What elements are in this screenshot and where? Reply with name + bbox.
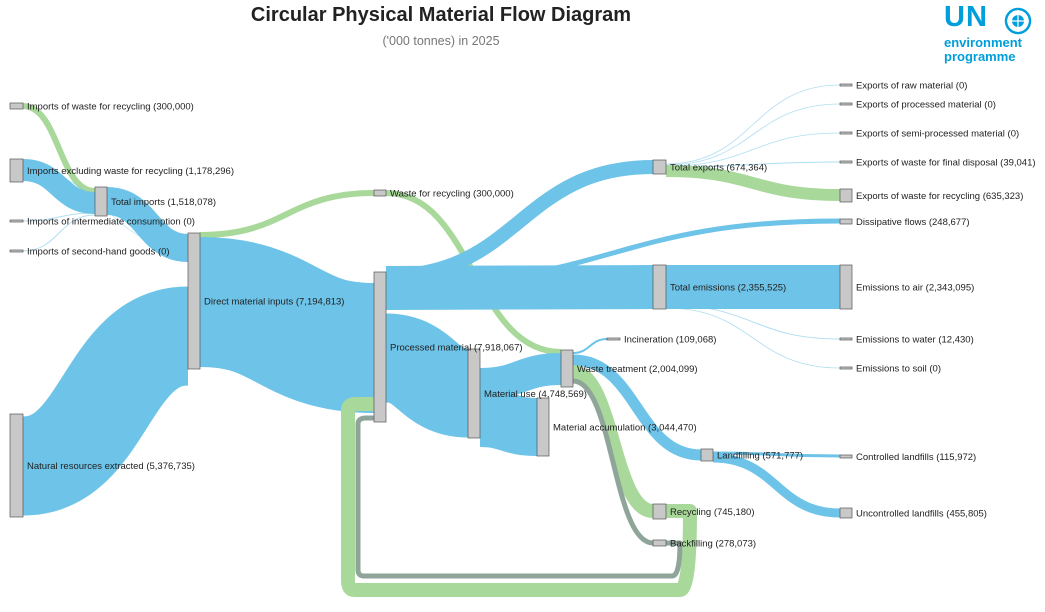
link-landfill-to-ctrl_land — [712, 451, 841, 458]
node-label-mataccum: Material accumulation (3,044,470) — [553, 423, 697, 434]
node-em_water[interactable] — [839, 337, 853, 341]
diagram-title: Circular Physical Material Flow Diagram — [250, 4, 632, 26]
logo-line-1: environment — [944, 35, 1023, 50]
node-totexp[interactable] — [652, 159, 667, 175]
link-dmi-to-wfr — [199, 190, 375, 238]
node-landfill[interactable] — [700, 448, 714, 462]
node-recyc[interactable] — [652, 503, 667, 520]
link-procmat-to-totemis — [385, 265, 654, 310]
node-imp_waste[interactable] — [9, 102, 24, 110]
link-landfill-to-unctrl_land — [712, 453, 841, 518]
link-imp_second-to-imp_total — [22, 214, 96, 252]
node-label-matuse: Material use (4,748,569) — [484, 389, 587, 400]
node-imp_second[interactable] — [9, 249, 24, 253]
node-dissip[interactable] — [839, 218, 853, 225]
node-label-imp_waste: Imports of waste for recycling (300,000) — [27, 102, 194, 113]
link-procmat-to-totexp — [385, 160, 654, 283]
node-label-totexp: Total exports (674,364) — [670, 163, 767, 174]
node-label-recyc: Recycling (745,180) — [670, 507, 755, 518]
link-natres-to-dmi — [18, 286, 193, 516]
link-totexp-to-exp_proc — [665, 103, 841, 166]
link-recycling-loop-to-processed-material — [341, 397, 697, 597]
logo-line-2: programme — [944, 49, 1016, 64]
node-imp_excl[interactable] — [9, 158, 24, 183]
link-imp_inter-to-imp_total — [22, 212, 96, 222]
node-label-incin: Incineration (109,068) — [624, 335, 716, 346]
link-imp_total-to-dmi — [105, 187, 190, 262]
link-dmi-to-procmat — [197, 237, 377, 413]
link-imp_waste-to-imp_total — [22, 103, 96, 194]
link-totexp-to-exp_semi — [665, 132, 841, 167]
globe-icon — [1004, 7, 1032, 35]
link-totemis-to-em_soil — [665, 307, 841, 369]
node-wfr[interactable] — [373, 189, 387, 197]
link-imp_excl-to-imp_total — [22, 159, 96, 214]
node-exp_proc[interactable] — [839, 102, 853, 106]
node-wastetreat[interactable] — [560, 349, 574, 388]
node-exp_recyc[interactable] — [839, 188, 853, 203]
node-label-imp_excl: Imports excluding waste for recycling (1… — [27, 166, 234, 177]
sankey-nodes — [9, 83, 853, 547]
node-label-exp_proc: Exports of processed material (0) — [856, 100, 996, 111]
node-exp_raw[interactable] — [839, 83, 853, 87]
node-matuse[interactable] — [467, 348, 481, 439]
link-matuse-to-wastetreat — [479, 353, 562, 400]
node-procmat[interactable] — [373, 271, 387, 423]
node-incin[interactable] — [606, 337, 621, 341]
link-backfilling-loop-to-processed-material — [355, 415, 683, 579]
node-label-em_water: Emissions to water (12,430) — [856, 335, 974, 346]
node-label-dissip: Dissipative flows (248,677) — [856, 217, 970, 228]
node-label-procmat: Processed material (7,918,067) — [390, 343, 523, 354]
link-matuse-to-mataccum — [479, 389, 538, 456]
node-label-em_air: Emissions to air (2,343,095) — [856, 283, 974, 294]
node-ctrl_land[interactable] — [839, 454, 853, 459]
node-label-wfr: Waste for recycling (300,000) — [390, 189, 514, 200]
node-imp_total[interactable] — [94, 186, 108, 217]
node-em_soil[interactable] — [839, 366, 853, 370]
sankey-links — [18, 84, 841, 597]
node-label-exp_raw: Exports of raw material (0) — [856, 81, 967, 92]
node-label-ctrl_land: Controlled landfills (115,972) — [856, 452, 976, 463]
node-label-wastetreat: Waste treatment (2,004,099) — [577, 364, 698, 375]
node-exp_semi[interactable] — [839, 131, 853, 135]
node-label-imp_second: Imports of second-hand goods (0) — [27, 247, 170, 258]
node-natres[interactable] — [9, 413, 24, 518]
link-wastetreat-to-backfill — [572, 378, 654, 546]
node-label-unctrl_land: Uncontrolled landfills (455,805) — [856, 509, 987, 520]
un-environment-logo: UN environment programme — [940, 2, 1040, 64]
node-label-exp_semi: Exports of semi-processed material (0) — [856, 129, 1019, 140]
link-wastetreat-to-landfill — [572, 354, 702, 461]
node-unctrl_land[interactable] — [839, 507, 853, 519]
node-label-totemis: Total emissions (2,355,525) — [670, 283, 786, 294]
link-totemis-to-em_water — [665, 304, 841, 340]
node-dmi[interactable] — [187, 232, 201, 370]
node-label-imp_total: Total imports (1,518,078) — [111, 197, 216, 208]
node-label-dmi: Direct material inputs (7,194,813) — [204, 297, 344, 308]
node-mataccum[interactable] — [536, 397, 550, 457]
node-label-landfill: Landfilling (571,777) — [717, 451, 803, 462]
node-label-natres: Natural resources extracted (5,376,735) — [27, 461, 195, 472]
node-label-backfill: Backfilling (278,073) — [670, 539, 756, 550]
node-label-imp_inter: Imports of intermediate consumption (0) — [27, 217, 195, 228]
link-procmat-to-matuse — [382, 313, 472, 438]
logo-un-text: UN — [944, 1, 988, 33]
link-totexp-to-exp_raw — [665, 84, 841, 165]
node-em_air[interactable] — [839, 264, 853, 310]
sankey-labels: Imports of waste for recycling (300,000)… — [27, 81, 1036, 550]
node-exp_final[interactable] — [839, 160, 853, 164]
link-wastetreat-to-recyc — [571, 365, 655, 518]
link-wastetreat-to-incin — [572, 338, 608, 354]
node-label-em_soil: Emissions to soil (0) — [856, 364, 941, 375]
link-totexp-to-exp_recyc — [665, 165, 841, 201]
node-imp_inter[interactable] — [9, 219, 24, 223]
node-backfill[interactable] — [652, 539, 667, 547]
node-label-exp_final: Exports of waste for final disposal (39,… — [856, 158, 1036, 169]
diagram-subtitle: ('000 tonnes) in 2025 — [382, 34, 500, 48]
node-label-exp_recyc: Exports of waste for recycling (635,323) — [856, 191, 1023, 202]
node-totemis[interactable] — [652, 264, 667, 310]
